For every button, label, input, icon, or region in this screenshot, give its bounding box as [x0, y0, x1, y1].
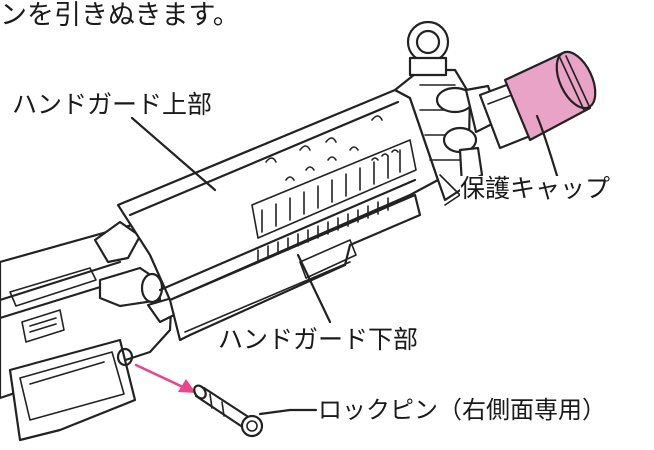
leader-pin	[258, 408, 318, 416]
leader-upper	[130, 116, 217, 192]
label-lock-pin: ロックピン（右側面専用）	[318, 396, 606, 424]
label-protective-cap: 保護キャップ	[460, 174, 611, 203]
receiver	[0, 218, 177, 442]
lower-handguard-part	[168, 193, 422, 342]
pin-hole	[116, 347, 134, 367]
upper-handguard-part	[116, 88, 440, 302]
label-lower-handguard: ハンドガード下部	[218, 325, 419, 354]
label-upper-handguard: ハンドガード上部	[12, 90, 213, 119]
instruction-text: ンを引きぬきます。	[0, 0, 240, 31]
lock-pin-part	[193, 384, 264, 438]
front-sight	[393, 20, 502, 206]
removal-arrow	[134, 363, 196, 393]
protective-cap-part	[503, 50, 597, 142]
leader-lower	[296, 253, 332, 324]
